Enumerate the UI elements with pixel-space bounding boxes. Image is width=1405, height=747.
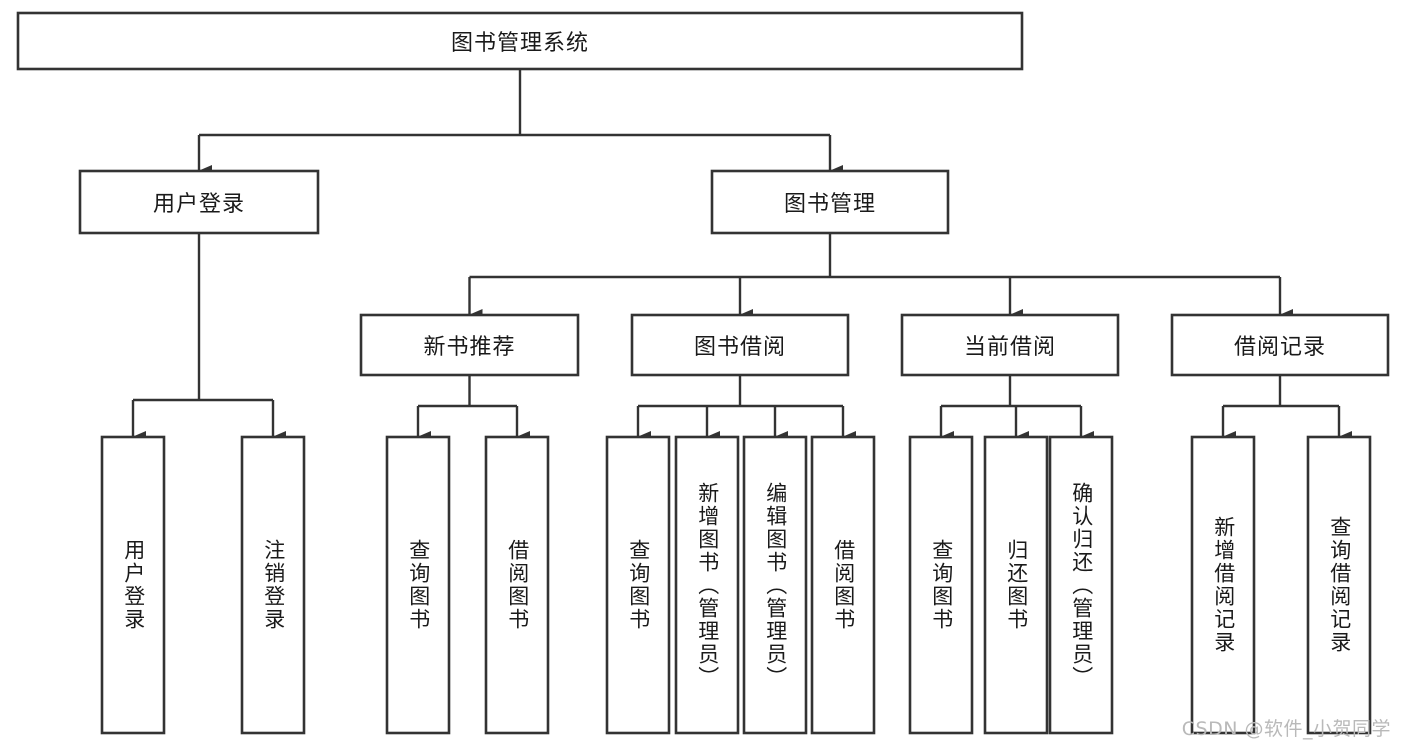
leaf-box-编辑图书管理员[interactable] bbox=[742, 435, 808, 735]
leaf-box-注销登录[interactable] bbox=[240, 435, 306, 735]
box-layer bbox=[16, 11, 1390, 735]
leaf-box-查询图书[interactable] bbox=[605, 435, 671, 735]
level3-box-借阅记录[interactable] bbox=[1170, 313, 1390, 377]
leaf-box-确认归还管理员[interactable] bbox=[1048, 435, 1114, 735]
leaf-box-查询借阅记录[interactable] bbox=[1306, 435, 1372, 735]
leaf-box-用户登录[interactable] bbox=[100, 435, 166, 735]
leaf-box-借阅图书[interactable] bbox=[810, 435, 876, 735]
level2-box-图书管理[interactable] bbox=[710, 169, 950, 235]
leaf-box-新增图书管理员[interactable] bbox=[674, 435, 740, 735]
level3-box-图书借阅[interactable] bbox=[630, 313, 850, 377]
level2-box-用户登录[interactable] bbox=[78, 169, 320, 235]
leaf-box-查询图书[interactable] bbox=[385, 435, 451, 735]
leaf-box-新增借阅记录[interactable] bbox=[1190, 435, 1256, 735]
level3-box-当前借阅[interactable] bbox=[900, 313, 1120, 377]
root-box-图书管理系统[interactable] bbox=[16, 11, 1024, 71]
level3-box-新书推荐[interactable] bbox=[359, 313, 580, 377]
leaf-box-查询图书[interactable] bbox=[908, 435, 974, 735]
leaf-box-借阅图书[interactable] bbox=[484, 435, 550, 735]
connector-layer bbox=[131, 69, 1352, 443]
leaf-box-归还图书[interactable] bbox=[983, 435, 1049, 735]
